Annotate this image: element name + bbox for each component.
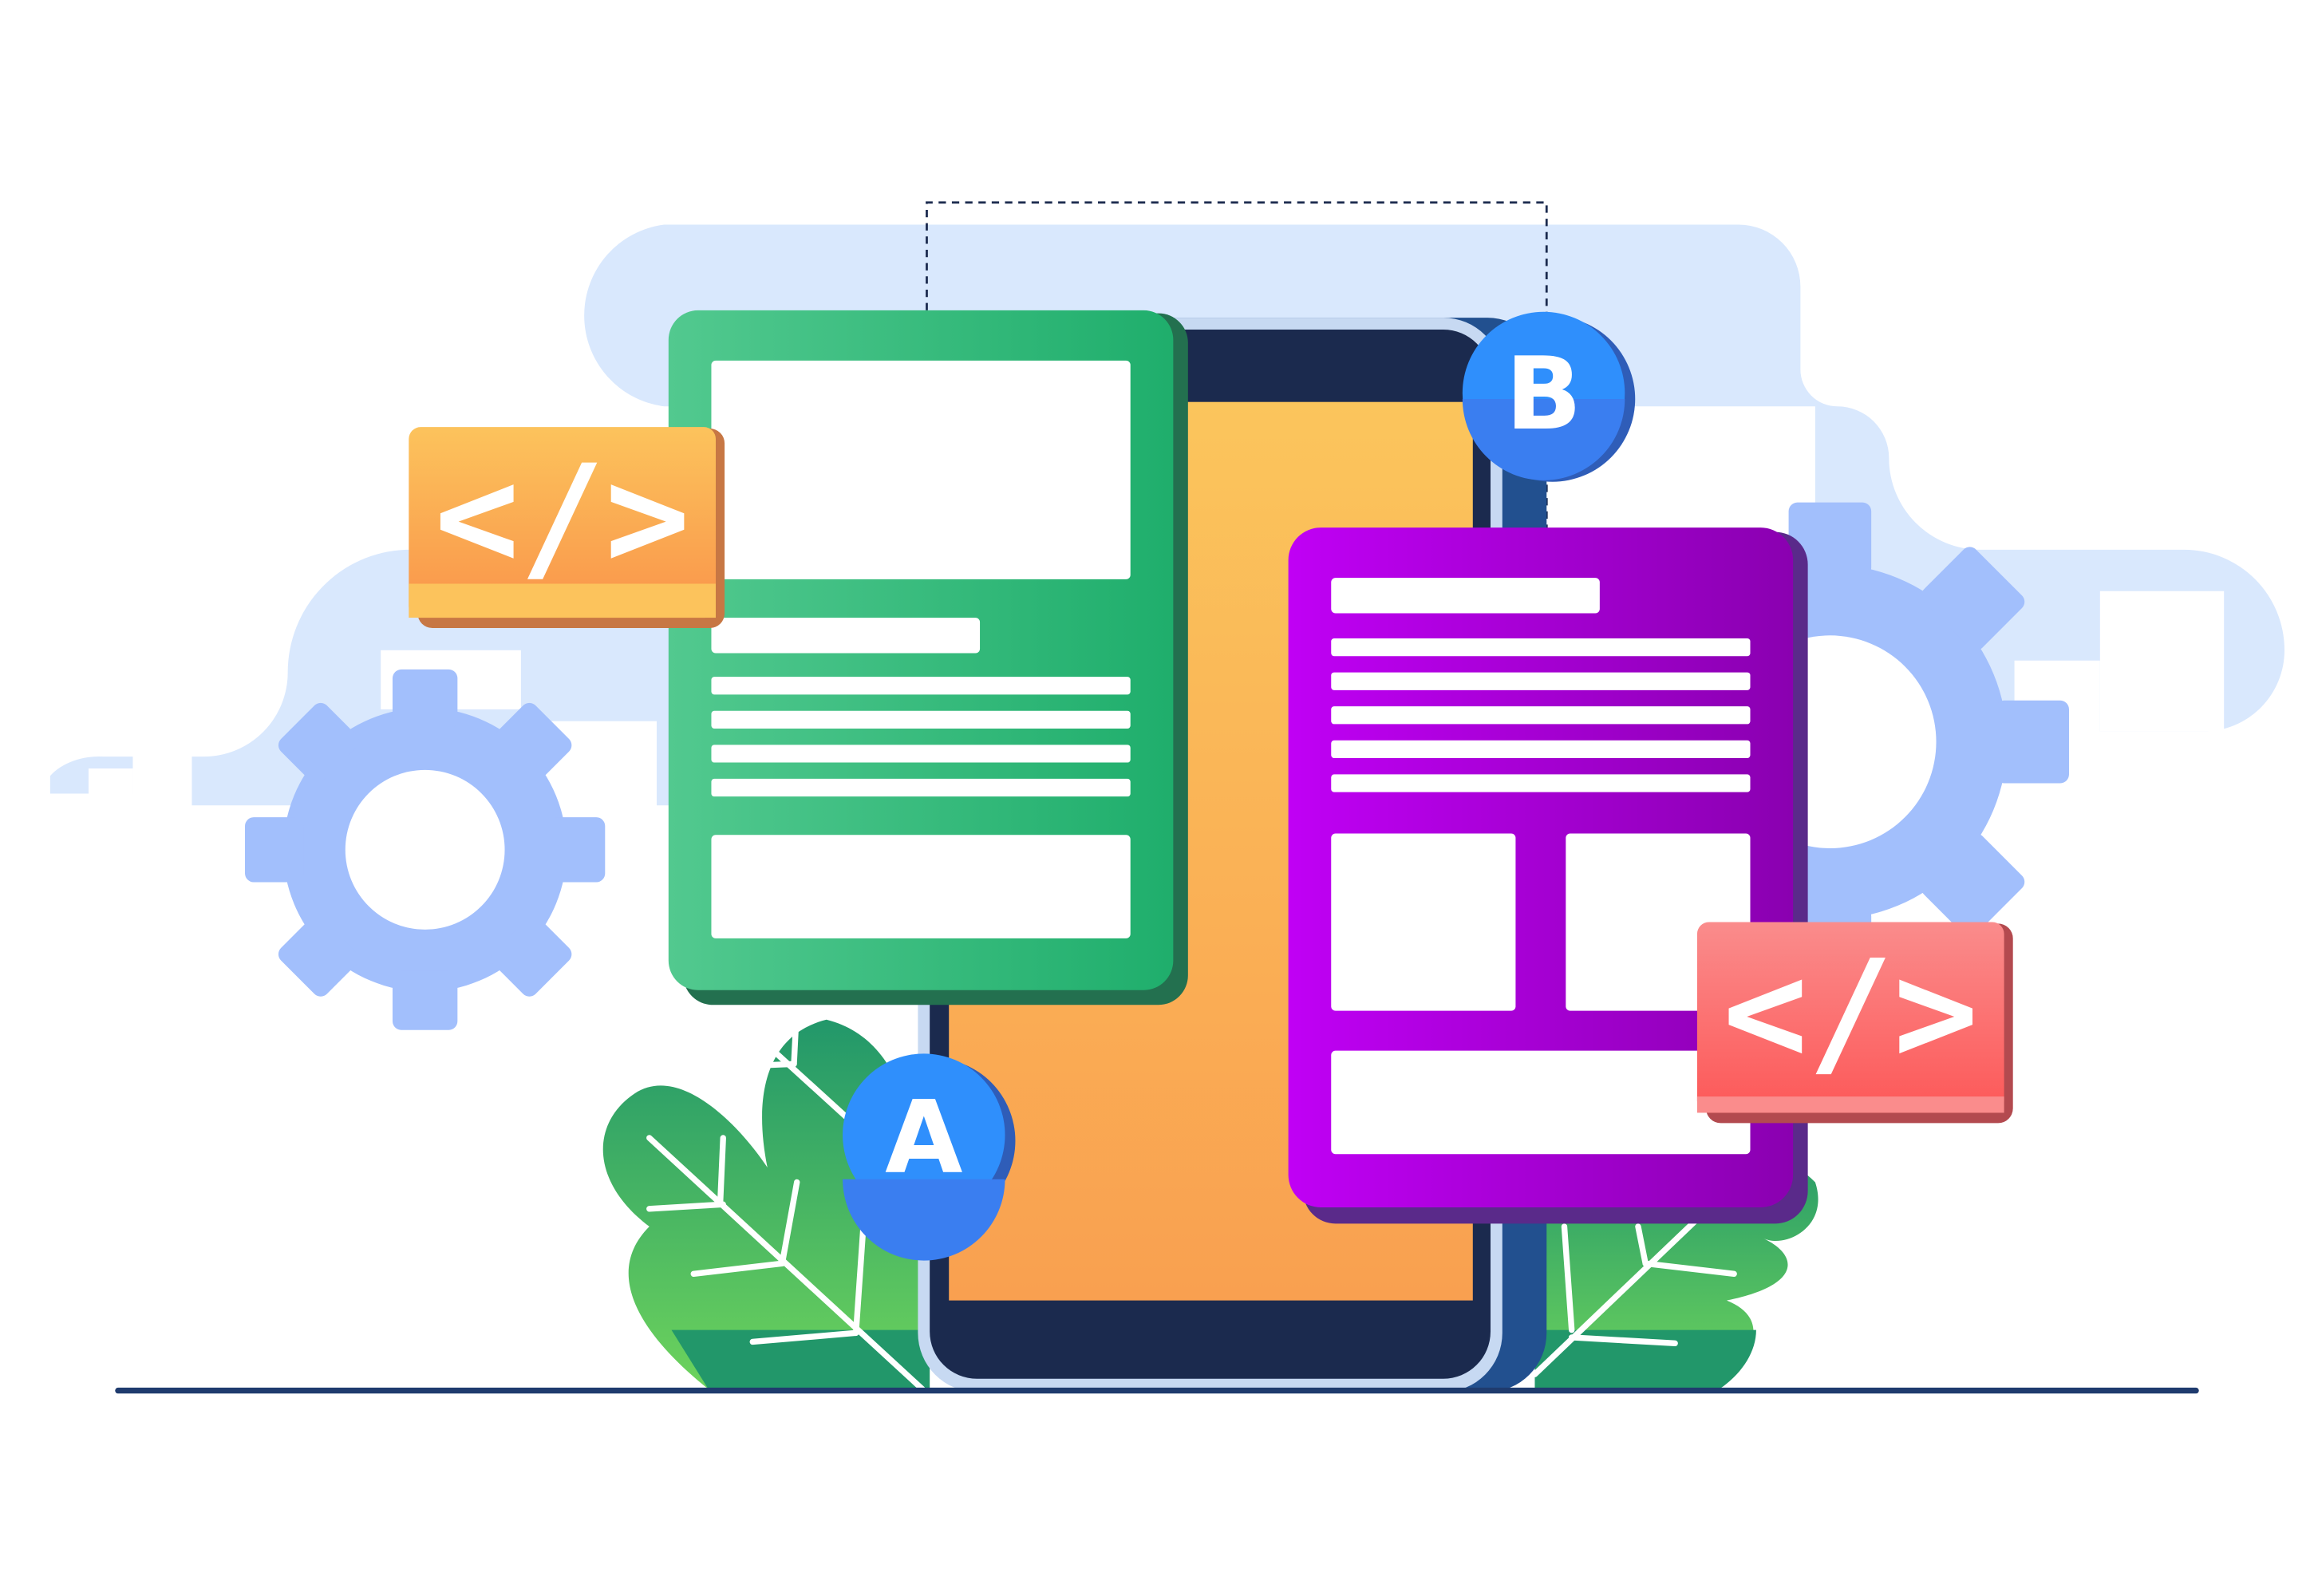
- code-icon: </>: [434, 434, 690, 599]
- gear-icon: [245, 669, 606, 1030]
- variant-b-badge: B: [1462, 311, 1636, 482]
- variant-a-badge: A: [843, 1053, 1016, 1261]
- variant-b-page: [1288, 527, 1808, 1224]
- svg-text:A: A: [885, 1078, 962, 1195]
- svg-text:B: B: [1506, 335, 1582, 452]
- code-tag-left: </>: [409, 427, 725, 629]
- code-icon: </>: [1723, 930, 1979, 1095]
- variant-a-page: [668, 310, 1188, 1005]
- code-tag-right: </>: [1696, 922, 2013, 1124]
